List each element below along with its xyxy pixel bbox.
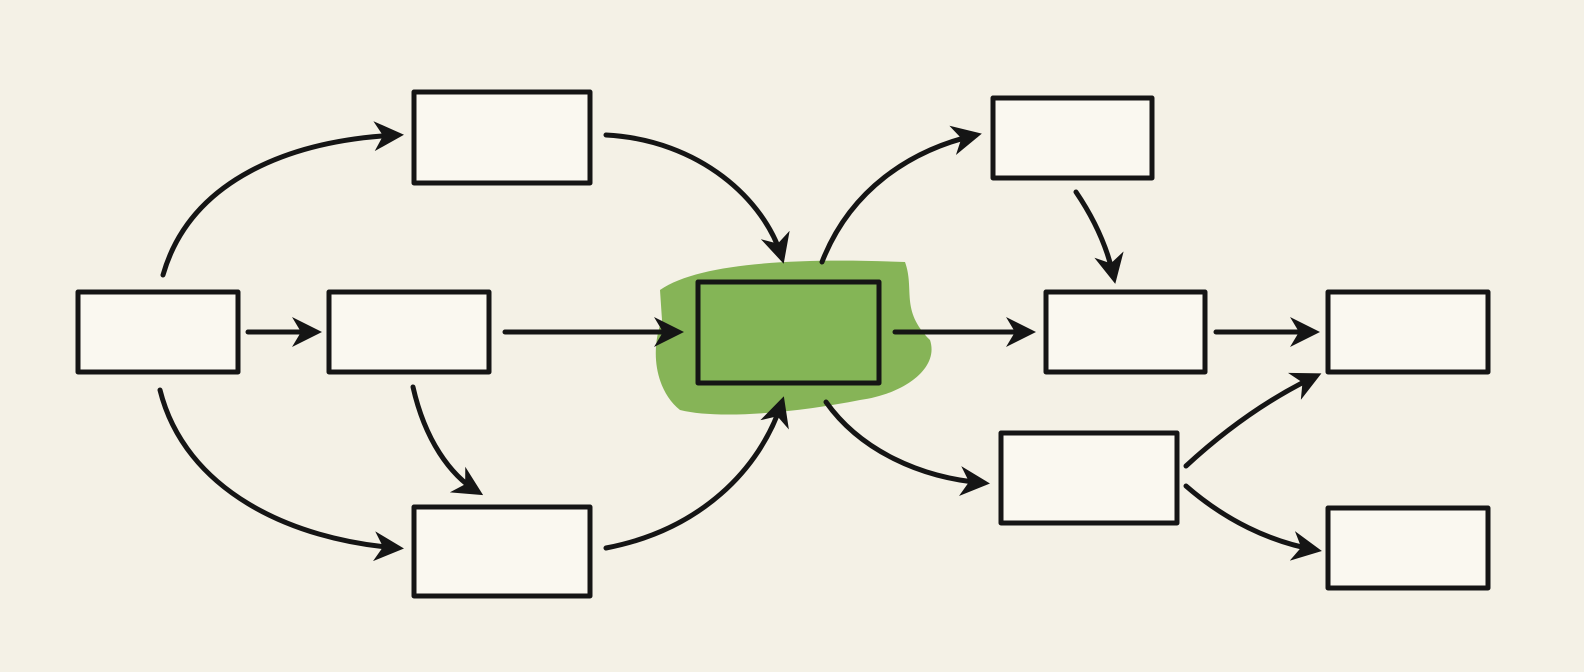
arrow-lower-right-to-far-right-bottom: [1183, 483, 1322, 561]
node-top: [411, 89, 593, 186]
arrow-center-to-lower-right: [823, 399, 990, 497]
arrow-left-to-bottom-left: [157, 387, 404, 562]
arrow-top-to-center: [603, 132, 790, 264]
arrow-mid-left-to-bottom-left: [410, 384, 484, 496]
node-right-mid: [1043, 289, 1208, 375]
arrow-top-right-to-right-mid: [1073, 189, 1124, 284]
arrow-center-to-top-right: [819, 125, 982, 265]
arrow-lower-right-to-far-right-top: [1183, 372, 1322, 469]
node-center-highlighted: [695, 279, 882, 386]
node-mid-left: [326, 289, 492, 375]
node-bottom-left: [411, 504, 593, 599]
node-top-right: [990, 95, 1155, 181]
arrow-bottom-left-to-center: [603, 396, 789, 551]
node-left: [75, 289, 241, 375]
node-lower-right: [998, 430, 1180, 526]
arrow-left-to-top: [160, 121, 404, 278]
node-far-right-bottom: [1325, 505, 1491, 591]
node-far-right-top: [1325, 289, 1491, 375]
